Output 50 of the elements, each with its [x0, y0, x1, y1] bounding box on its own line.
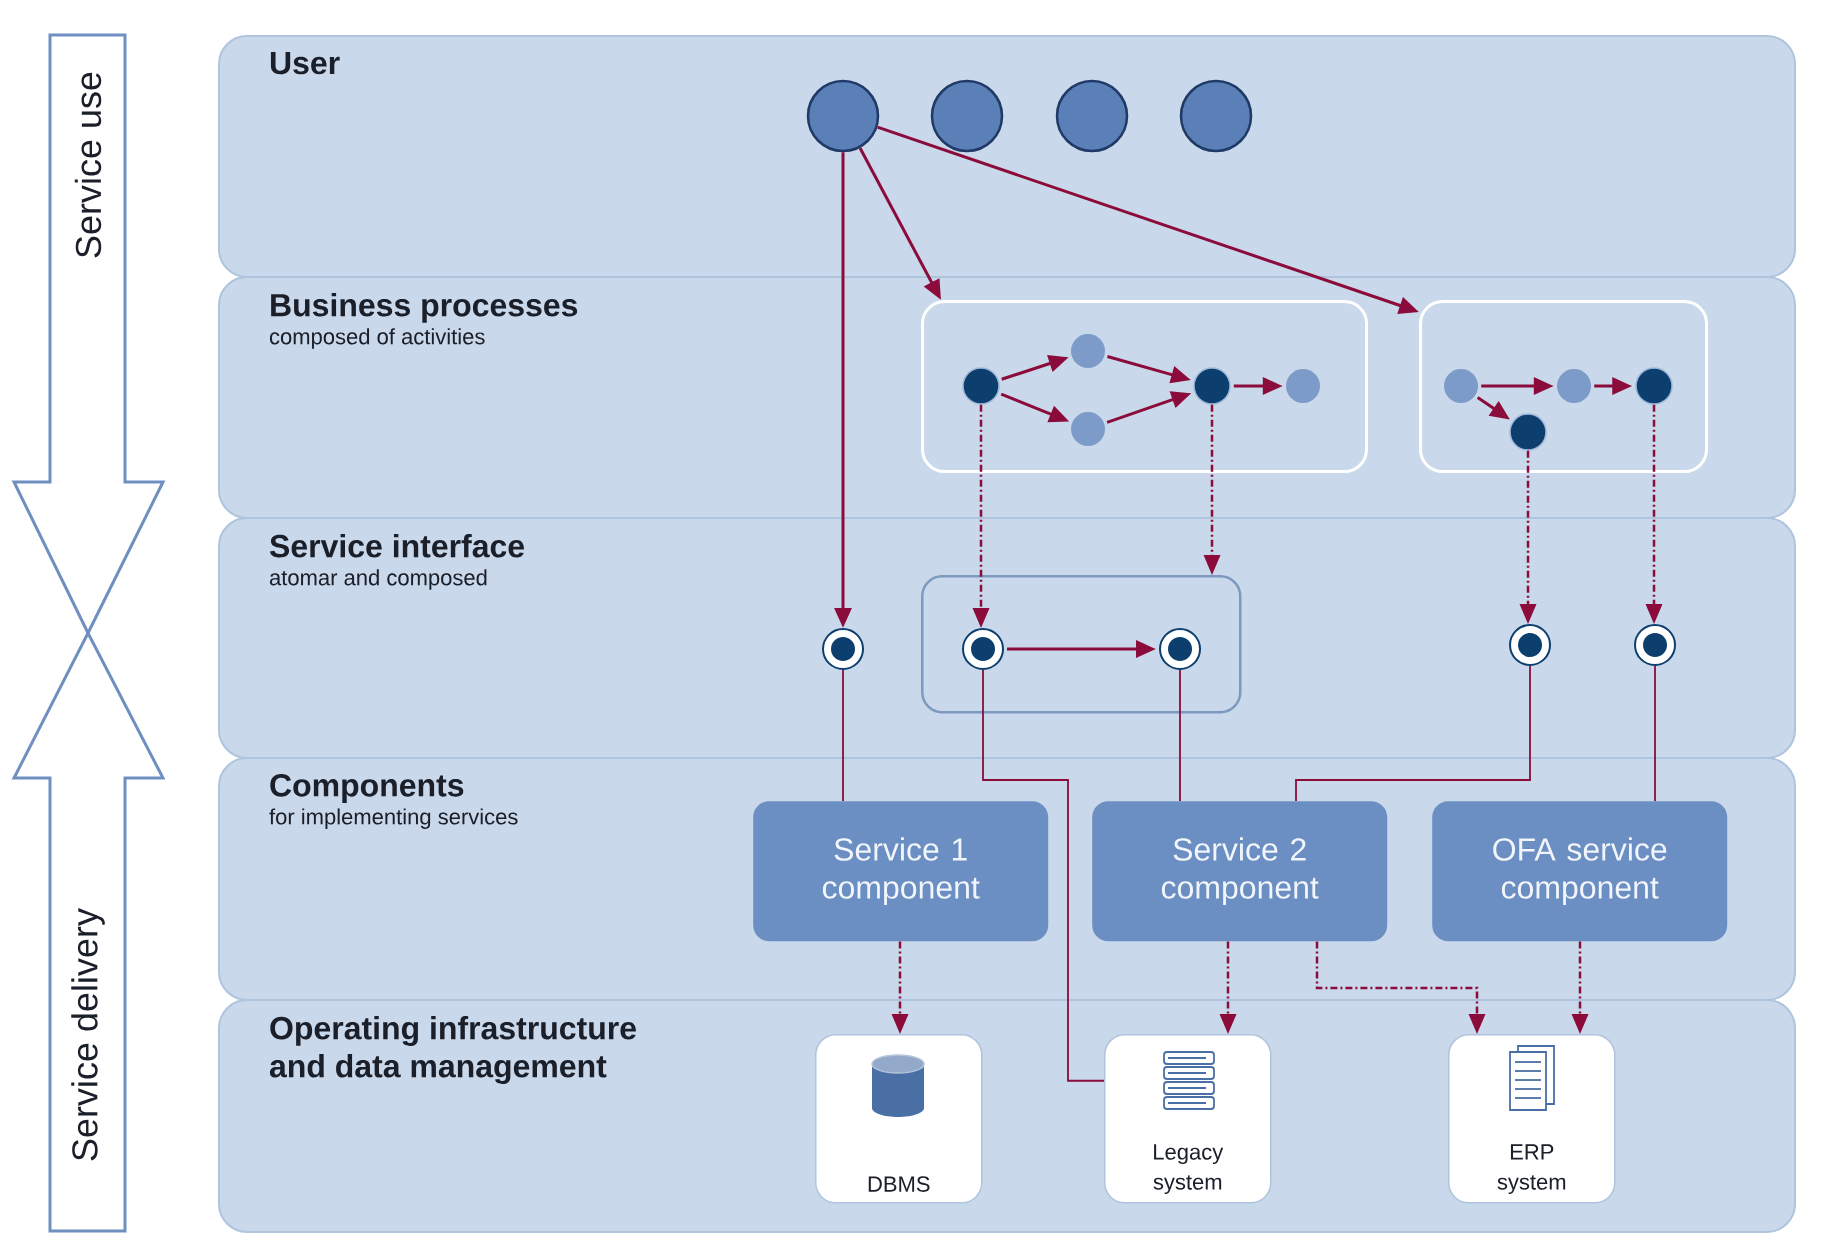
- activity-dot: [1071, 334, 1105, 368]
- connector-line: [1295, 665, 1531, 802]
- connector-line: [982, 669, 1105, 1082]
- activity-dot: [1635, 367, 1673, 405]
- connector-line: [842, 669, 844, 802]
- arrow: [1219, 941, 1237, 1034]
- arrow: [1571, 941, 1589, 1034]
- activity-dot: [1071, 412, 1105, 446]
- interface-circle: [1159, 628, 1201, 670]
- activity-dot: [1557, 369, 1591, 403]
- arrow: [891, 941, 909, 1034]
- arrow: [1203, 404, 1221, 575]
- arrow-label: Service delivery: [71, 908, 105, 1161]
- layer-subtitle: composed of activities: [269, 328, 485, 349]
- arrow: [972, 404, 990, 628]
- layer-title: Business processes: [271, 293, 578, 323]
- interface-circle: [1509, 624, 1551, 666]
- component-box: OFA service component: [1432, 801, 1728, 942]
- process-box: [1419, 300, 1708, 473]
- user-circle: [1179, 79, 1253, 153]
- component-box: Service 2 component: [1092, 801, 1388, 942]
- arrow: [1645, 404, 1663, 624]
- component-box: Service 1 component: [753, 801, 1049, 942]
- user-circle: [806, 79, 880, 153]
- activity-dot: [1286, 369, 1320, 403]
- layer-band: [218, 517, 1796, 759]
- activity-dot: [962, 367, 1000, 405]
- layer-title: Service interface: [269, 534, 524, 558]
- process-box: [921, 300, 1368, 473]
- activity-dot: [1509, 413, 1547, 451]
- connector-line: [1654, 665, 1656, 802]
- interface-circle: [962, 628, 1004, 670]
- user-circle: [930, 79, 1004, 153]
- activity-dot: [1193, 367, 1231, 405]
- layer-subtitle: atomar and composed: [269, 569, 487, 590]
- interface-circle: [1634, 624, 1676, 666]
- interface-circle: [822, 628, 864, 670]
- arrow: [1315, 941, 1486, 1034]
- connector-line: [1179, 669, 1181, 802]
- arrow-label: Service use: [74, 72, 102, 258]
- layer-title: Operating infrastructure and data management: [269, 1016, 636, 1084]
- layer-subtitle: for implementing services: [269, 808, 518, 829]
- layer-band: [218, 276, 1796, 519]
- arrow: [1519, 450, 1537, 624]
- activity-dot: [1444, 369, 1478, 403]
- layer-title: User: [270, 52, 340, 75]
- interface-group-box: [921, 575, 1242, 714]
- user-circle: [1055, 79, 1129, 153]
- layer-band: [218, 35, 1796, 278]
- layer-title: Components: [270, 774, 464, 803]
